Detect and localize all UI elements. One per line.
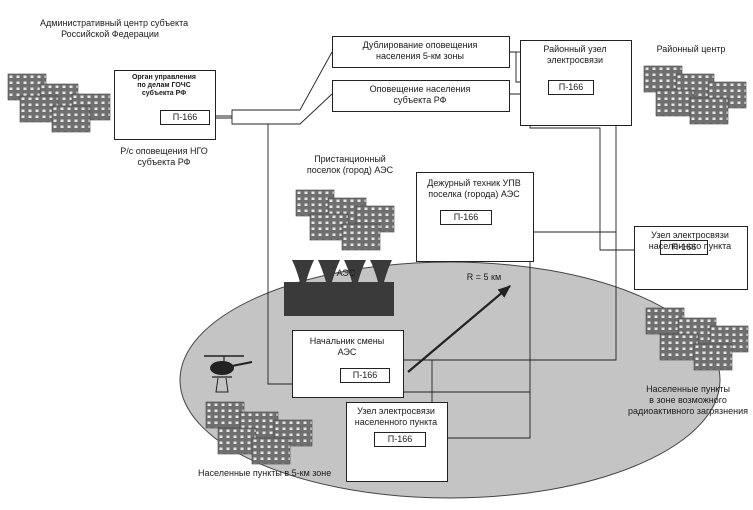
- notification-label: Оповещение населения субъекта РФ: [369, 84, 471, 105]
- shift-chief-box: [292, 330, 404, 398]
- helicopter-icon: [204, 355, 253, 393]
- building-cluster-icon-station: [295, 189, 395, 251]
- p166-duty: П-166: [440, 210, 492, 225]
- duplication-box: [332, 36, 510, 68]
- settlement-node-right-label: Узел электросвязи населенного пункта: [648, 230, 732, 251]
- building-cluster-icon-admin: [7, 73, 111, 133]
- building-cluster-icon-district: [643, 65, 747, 125]
- power-plant-icon: [284, 260, 394, 316]
- five-km-zone: [179, 261, 721, 499]
- admin-body-box: [114, 70, 216, 140]
- p166-admin: П-166: [160, 110, 210, 125]
- settlement-node-right-box: [634, 226, 748, 290]
- settlements-contamination-label: Населенные пункты в зоне возможного ради…: [627, 384, 748, 416]
- rs-notification-label: Р/с оповещения НГО субъекта РФ: [120, 146, 208, 167]
- district-center-label: Районный центр: [656, 44, 726, 54]
- p166-shift: П-166: [340, 368, 390, 383]
- admin-center-label: Административный центр субъекта Российск…: [40, 18, 189, 39]
- duty-technician-label: Дежурный техник УПВ поселка (города) АЭС: [427, 178, 521, 199]
- notification-box: [332, 80, 510, 112]
- p166-settlement-right: П-166: [660, 240, 708, 255]
- radius-arrow-icon: [407, 285, 512, 373]
- duplication-label: Дублирование оповещения населения 5-км з…: [362, 40, 478, 61]
- settlement-node-inner-label: Узел электросвязи населенного пункта: [354, 406, 438, 427]
- station-settlement-label: Пристанционный поселок (город) АЭС: [306, 154, 394, 175]
- settlements-5km-label: Населенные пункты в 5-км зоне: [198, 468, 332, 478]
- p166-settlement-inner: П-166: [374, 432, 426, 447]
- district-node-label: Районный узел электросвязи: [543, 44, 607, 65]
- admin-body-label: Орган управления по делам ГОЧС субъекта …: [131, 74, 197, 97]
- shift-chief-label: Начальник смены АЭС: [309, 336, 385, 357]
- p166-district: П-166: [548, 80, 594, 95]
- radius-label: R = 5 км: [466, 272, 502, 282]
- nps-label: АЭС: [336, 268, 356, 278]
